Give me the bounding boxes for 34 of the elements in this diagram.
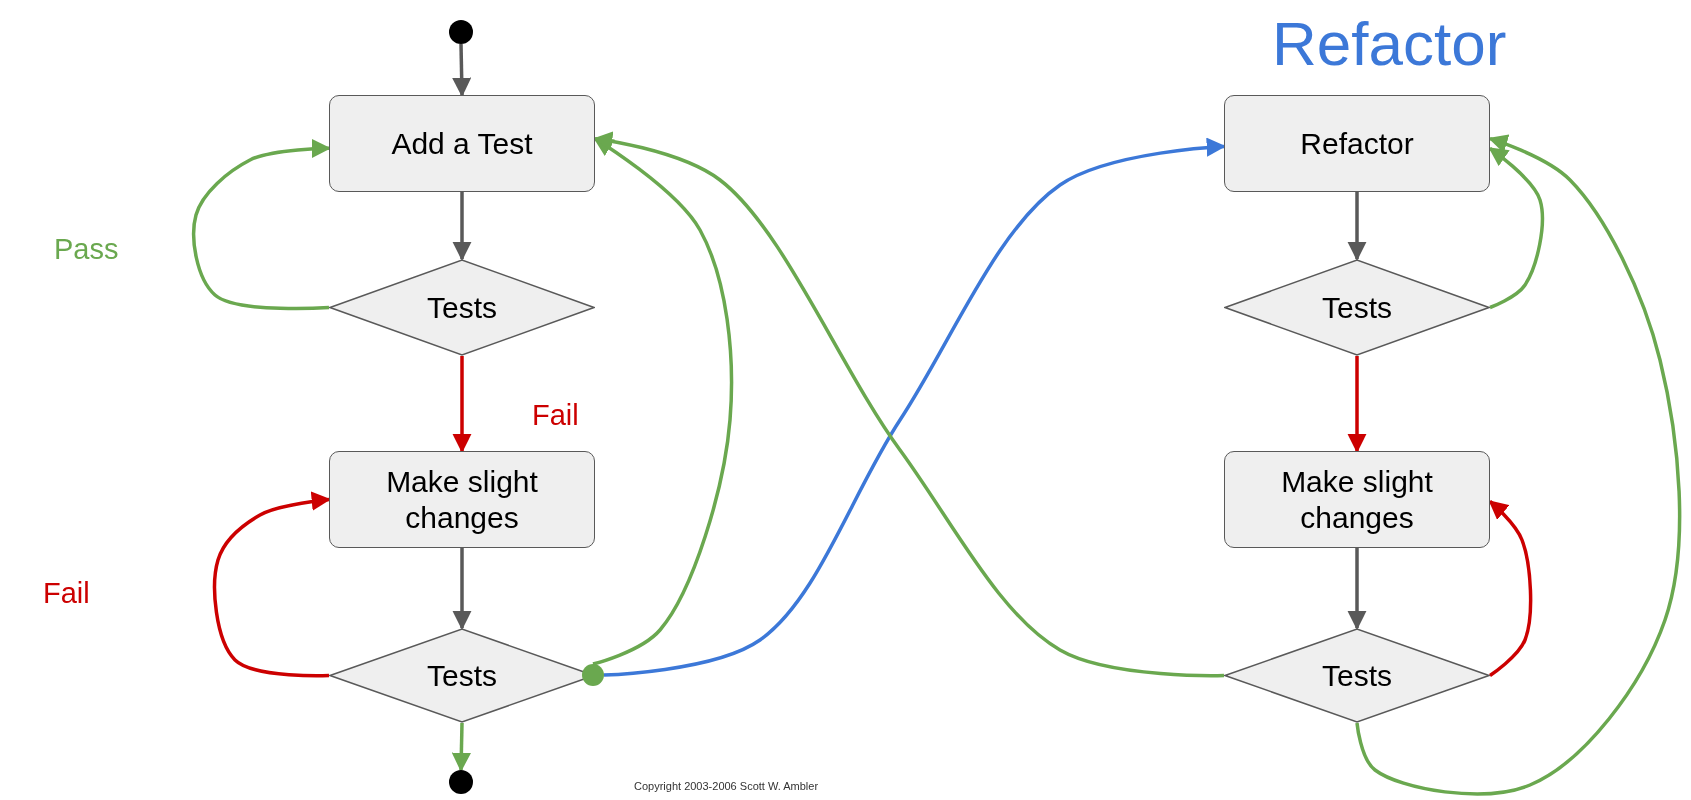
decision-diamond — [1224, 628, 1490, 723]
node-label: Refactor — [1299, 125, 1415, 162]
copyright-note: Copyright 2003-2006 Scott W. Ambler — [634, 780, 819, 792]
arrow — [1347, 548, 1367, 630]
arrow — [1347, 192, 1367, 261]
arrow — [192, 138, 331, 311]
start-dot — [449, 20, 473, 44]
decision-diamond — [329, 259, 595, 356]
arrow — [1488, 500, 1533, 677]
node-label: Add a Test — [390, 125, 534, 162]
node-label: Tests — [426, 289, 498, 326]
process-box — [1224, 451, 1490, 548]
arrow — [592, 137, 734, 666]
arrow — [1355, 134, 1682, 796]
node-label: Tests — [426, 657, 498, 694]
process-box — [329, 95, 595, 192]
node-label: Make slight changes — [1280, 463, 1434, 536]
arrow — [1347, 356, 1367, 453]
process-box — [1224, 95, 1490, 192]
node-label: Tests — [1321, 657, 1393, 694]
arrow — [452, 43, 472, 97]
node-label: Tests — [1321, 289, 1393, 326]
heading: Refactor — [1272, 8, 1507, 79]
decision-diamond — [1224, 259, 1490, 356]
arrow — [452, 192, 472, 261]
arrow — [213, 491, 331, 678]
process-box — [329, 451, 595, 548]
junction-dot — [449, 770, 473, 794]
node-label: Make slight changes — [385, 463, 539, 536]
arrow — [452, 356, 472, 453]
arrow — [452, 548, 472, 630]
junction-dot — [582, 664, 604, 686]
arrow — [451, 722, 471, 772]
arrow — [1488, 146, 1545, 310]
